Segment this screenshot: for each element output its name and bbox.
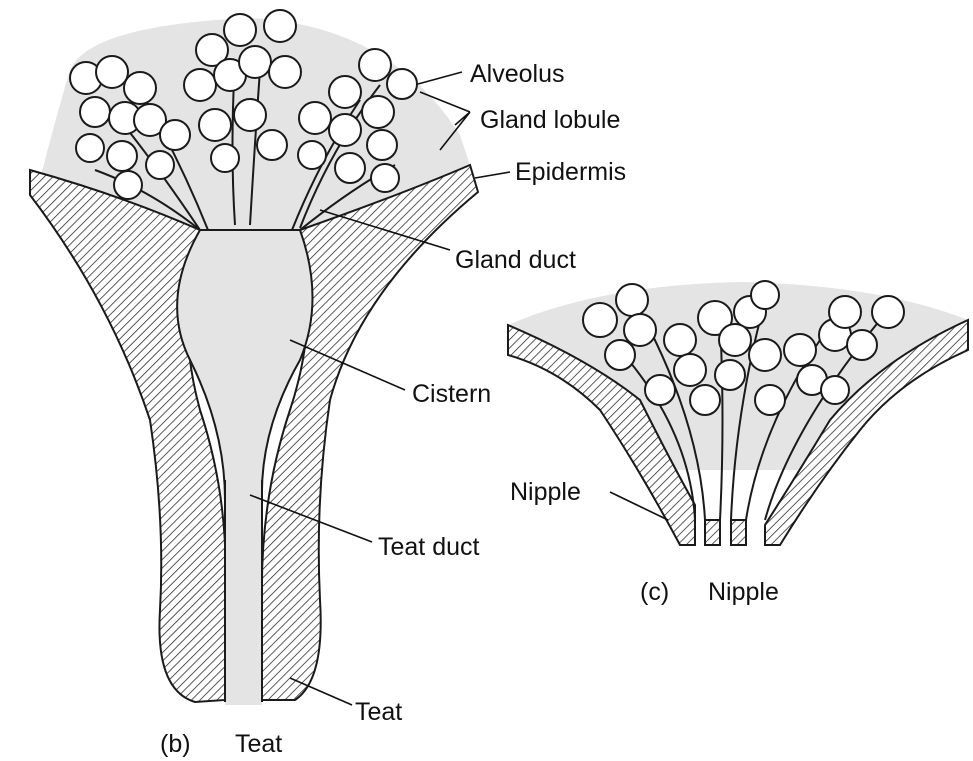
caption-teat-title: Teat	[235, 730, 282, 758]
nipple-skin-right	[731, 520, 746, 545]
caption-nipple-tag: (c)	[640, 578, 669, 606]
nipple-skin-left	[705, 520, 720, 545]
caption-nipple-title: Nipple	[708, 578, 779, 606]
label-cistern: Cistern	[412, 380, 491, 408]
label-alveolus: Alveolus	[470, 60, 565, 88]
label-gland-lobule: Gland lobule	[480, 106, 620, 134]
label-epidermis: Epidermis	[515, 158, 626, 186]
teat-illustration	[30, 10, 478, 705]
label-teat: Teat	[355, 698, 402, 726]
caption-teat-tag: (b)	[160, 730, 191, 758]
teat-duct-channel	[225, 480, 262, 705]
label-nipple: Nipple	[510, 478, 581, 506]
label-gland-duct: Gland duct	[455, 246, 576, 274]
label-teat-duct: Teat duct	[378, 533, 480, 561]
